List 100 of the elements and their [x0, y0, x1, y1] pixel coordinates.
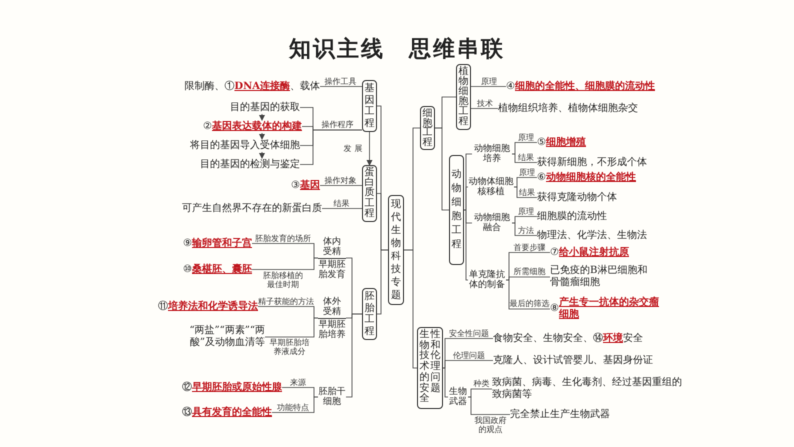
branch-text: 目的基因的检测与鉴定 — [195, 158, 300, 171]
branch-label: 动物体细胞核移植 — [468, 176, 514, 198]
edge-label: 来源 — [289, 378, 307, 386]
edge-label: 原理 — [480, 76, 498, 86]
connector-line — [442, 360, 494, 368]
edge-label: 首要步骤 — [512, 242, 546, 252]
branch-text: 细胞膜的流动性 — [537, 210, 622, 223]
branch-label: 动物细胞融合 — [472, 212, 512, 234]
connector-line — [442, 368, 448, 398]
connector-line — [470, 108, 498, 109]
branch-text: 获得克隆动物个体 — [537, 191, 632, 204]
arrow — [366, 132, 372, 166]
topic-box: 现代生物科技专题 — [388, 195, 404, 305]
edge-label: 操作对象 — [324, 176, 358, 184]
topic-box: 基因工程 — [362, 80, 377, 132]
topic-box: 动物细胞工程 — [449, 155, 464, 265]
branch-label: 体内受精 — [322, 236, 342, 256]
branch-text: ⑦给小鼠注射抗原 — [550, 246, 650, 259]
branch-text: ④细胞的全能性、细胞膜的流动性 — [506, 80, 706, 93]
branch-text: ③基因 — [285, 179, 320, 192]
branch-text: 目的基因的获取 — [220, 101, 300, 114]
edge-label: 原理 — [518, 168, 536, 176]
edge-label: 结果 — [332, 198, 350, 208]
edge-label: 操作程序 — [320, 120, 354, 129]
topic-box: 植物细胞工程 — [456, 64, 471, 130]
edge-label: 发展 — [342, 144, 366, 152]
edge-label: 原理 — [517, 132, 535, 142]
connector-line — [300, 130, 362, 165]
branch-text: 完全禁止生产生物武器 — [510, 408, 620, 421]
branch-label: 早期胚胎发育 — [318, 260, 346, 280]
connector-line — [512, 222, 538, 236]
connector-line — [272, 396, 318, 413]
branch-text: ⑨输卵管和子宫 — [162, 237, 252, 250]
connector-line — [470, 86, 506, 87]
edge-label: 方法 — [517, 226, 535, 234]
branch-text: 植物组织培养、植物体细胞杂交 — [498, 102, 648, 115]
arrow — [259, 114, 265, 121]
connector-line — [512, 154, 538, 163]
connector-line — [320, 185, 362, 186]
connector-line — [404, 250, 418, 368]
connector-line — [512, 216, 538, 224]
connector-line — [464, 210, 468, 280]
connector-line — [434, 128, 450, 210]
connector-line — [506, 280, 550, 310]
branch-text: ⑪培养法和化学诱导法 — [153, 300, 258, 313]
branch-label: 单克隆抗体的制备 — [468, 269, 506, 291]
branch-label: 生物武器 — [448, 386, 468, 408]
branch-text: 可产生自然界不存在的新蛋白质 — [177, 202, 322, 215]
connector-line — [376, 250, 388, 314]
connector-line — [252, 258, 318, 270]
edge-label: 我国政府的观点 — [474, 416, 508, 434]
connector-line — [506, 276, 550, 280]
arrow — [259, 132, 265, 140]
branch-text: ②基因表达载体的构建 — [192, 120, 302, 133]
branch-text: “两盐”“两素”“两酸”及动物血清等 — [170, 324, 265, 350]
edge-label: 所需细胞 — [512, 267, 546, 276]
connector-line — [320, 86, 362, 87]
branch-text: 将目的基因导入受体细胞 — [185, 139, 300, 152]
branch-text: 物理法、化学法、生物法 — [537, 229, 657, 242]
topic-box: 蛋白质工程 — [362, 165, 377, 222]
branch-text: ⑤细胞增殖 — [537, 136, 617, 149]
branch-label: 动物细胞培养 — [472, 143, 512, 165]
branch-text: 克隆人、设计试管婴儿、基因身份证 — [493, 354, 658, 367]
edge-label: 精子获能的方法 — [258, 296, 314, 306]
connector-line — [514, 186, 538, 198]
edge-label: 胚胎发育的场所 — [254, 234, 312, 242]
topic-box: 胚胎工程 — [362, 288, 377, 340]
edge-label: 最后的筛选 — [509, 299, 550, 308]
connector-line — [464, 186, 468, 210]
connector-line — [514, 177, 538, 188]
connector-line — [322, 208, 362, 209]
branch-label: 胚胎干细胞 — [318, 386, 346, 408]
connector-line — [512, 142, 538, 154]
branch-text: 限制酶、①DNA连接酶、载体 — [175, 80, 320, 93]
connector-line — [264, 318, 318, 338]
edge-label: 安全性问题 — [448, 328, 490, 338]
branch-text: ⑩桑椹胚、囊胚 — [162, 263, 252, 276]
topic-box: 生物技术的安全性和伦理问题 — [417, 327, 443, 409]
edge-label: 结果 — [517, 152, 535, 162]
connector-line — [346, 314, 362, 398]
branch-text: ⑫早期胚胎或原始性腺 — [182, 381, 282, 394]
branch-label: 体外受精 — [322, 296, 342, 316]
branch-label: 早期胚胎培养 — [318, 320, 346, 340]
edge-label: 早期胚胎培养液成分 — [268, 338, 310, 356]
edge-label: 伦理问题 — [452, 350, 486, 360]
topic-box: 细胞工程 — [420, 106, 435, 150]
arrow — [259, 152, 265, 159]
branch-text: ⑬具有发育的全能性 — [177, 406, 272, 419]
branch-text: 致病菌、病毒、生化毒剂、经过基因重组的致病菌等 — [492, 376, 682, 402]
edge-label: 结果 — [518, 188, 536, 196]
branch-text: 食物安全、生物安全、⑭环境安全 — [493, 332, 643, 345]
connector-line — [468, 396, 510, 415]
title: 知识主线 思维串联 — [288, 35, 506, 64]
edge-label: 操作工具 — [324, 76, 358, 86]
connector-line — [468, 388, 492, 398]
edge-label: 胚胎移植的最佳时期 — [262, 270, 304, 288]
edge-label: 技术 — [476, 98, 494, 108]
edge-label: 原理 — [517, 206, 535, 216]
branch-text: 已免疫的B淋巴细胞和骨髓瘤细胞 — [550, 264, 650, 290]
branch-text: ⑥动物细胞核的全能性 — [537, 171, 657, 184]
